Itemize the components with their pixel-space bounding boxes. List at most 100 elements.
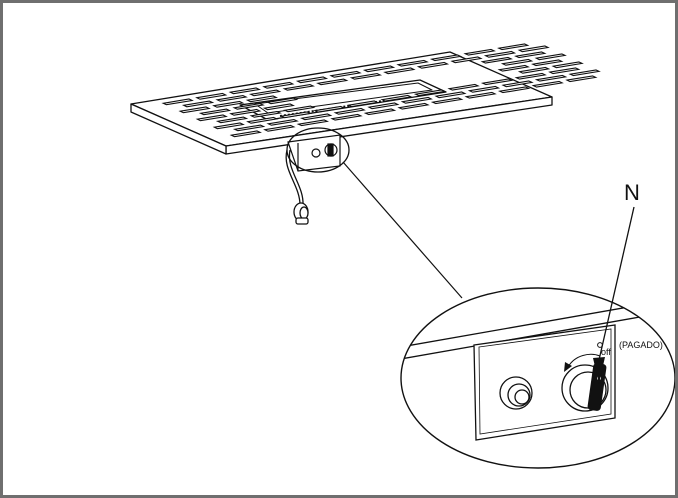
heater-diagram: off (PAGADO) N	[130, 43, 675, 469]
grille-slot	[367, 102, 400, 110]
grille-slot	[316, 78, 349, 86]
callout-arrow-n	[593, 357, 605, 384]
grille-slot	[245, 95, 279, 103]
ignition-button-small	[311, 148, 321, 158]
grille-slot	[161, 98, 194, 106]
detail-contents	[401, 297, 675, 441]
grille-slot	[346, 100, 380, 108]
grille-slot	[215, 116, 249, 124]
grille-slot	[249, 111, 282, 118]
grille-slot	[248, 89, 282, 97]
grille-slot	[362, 65, 396, 73]
grille-slot	[565, 75, 598, 83]
grille-slot	[480, 78, 514, 86]
grille-slot	[215, 95, 248, 102]
grille-slot	[517, 45, 550, 53]
rotation-arrow-head	[564, 362, 572, 372]
grille-slot	[497, 64, 530, 72]
ignition-button	[499, 376, 533, 410]
grille-slot	[416, 61, 450, 69]
grille-slot	[400, 96, 433, 104]
grille-slot	[198, 108, 232, 116]
grille-slot	[363, 108, 397, 116]
grille-slot	[483, 50, 517, 58]
grille-slot	[330, 113, 363, 121]
leader-line-top	[342, 161, 463, 299]
grille-slot	[212, 122, 245, 130]
grille-slot	[299, 113, 333, 121]
hose-line-inner	[288, 149, 304, 206]
grille-slot	[232, 124, 266, 132]
control-panel-inset	[478, 328, 612, 435]
grille-slot	[434, 91, 467, 99]
grille-slot	[265, 97, 299, 105]
grille-slot	[383, 67, 416, 75]
grille-slot	[266, 119, 299, 126]
grille-slot	[534, 74, 568, 82]
grille-slot	[380, 94, 413, 102]
hose-fitting	[293, 202, 309, 225]
grille-slot	[232, 103, 265, 110]
grille-slot	[262, 81, 295, 89]
grille-slot	[551, 61, 584, 69]
grille-slot	[295, 76, 329, 84]
grille-slot	[396, 59, 429, 67]
gas-hose	[285, 149, 309, 225]
grille-slot	[531, 59, 564, 67]
grille-slot	[497, 43, 530, 51]
grille-slot	[195, 114, 228, 122]
grille-slot	[568, 69, 601, 77]
grille-underside-edge-b	[401, 309, 675, 361]
grille-slot	[195, 92, 228, 100]
grille-slot	[413, 89, 447, 97]
grille-opening-inner	[254, 82, 433, 114]
grille-slot	[430, 97, 464, 105]
grille-slot	[467, 85, 501, 93]
grille-slot	[463, 48, 496, 56]
leader-line-hidden	[318, 172, 446, 302]
grille-slot	[282, 105, 316, 113]
grille-slot	[514, 72, 547, 80]
grille-slot	[229, 130, 262, 138]
heater-grille	[130, 51, 553, 155]
grille-slot	[464, 91, 497, 99]
grille-slot	[228, 87, 262, 95]
grille-slot	[450, 56, 483, 64]
grille-slot	[517, 66, 551, 74]
grille-slot	[262, 103, 296, 111]
grille-slot	[329, 70, 362, 78]
callout-label-n: N	[624, 180, 640, 205]
grille-left-edge	[130, 103, 227, 155]
callout-leader-n	[598, 206, 635, 361]
grille-slot	[212, 100, 245, 108]
grille-slot	[263, 124, 296, 132]
grille-slot	[313, 105, 346, 113]
grille-slot	[480, 56, 513, 64]
grille-slot	[514, 51, 547, 59]
knob-grip-small	[327, 143, 334, 157]
grille-slot	[397, 102, 430, 110]
knob-off-translation: (PAGADO)	[619, 340, 663, 350]
grille-slot	[531, 80, 564, 88]
grille-slot	[282, 84, 315, 91]
grille-slot	[534, 53, 567, 61]
knob-off-label: off	[601, 347, 611, 357]
grille-slot	[497, 86, 531, 94]
control-knob	[561, 363, 609, 412]
grille-slot	[181, 100, 215, 108]
grille-slot	[447, 83, 480, 91]
grille-slot	[279, 111, 313, 119]
grille-slot	[429, 54, 463, 62]
grille-slot	[246, 116, 279, 124]
hose-line-outer	[285, 149, 301, 206]
grille-slot	[500, 58, 534, 66]
rotation-arc	[567, 353, 601, 368]
grille-slot	[548, 67, 581, 75]
grille-slots	[161, 43, 601, 138]
grille-slot	[349, 73, 383, 80]
grille-slot	[501, 80, 534, 88]
grille-slot	[333, 107, 366, 115]
grille-slot	[296, 119, 330, 127]
grille-slot	[229, 108, 262, 116]
